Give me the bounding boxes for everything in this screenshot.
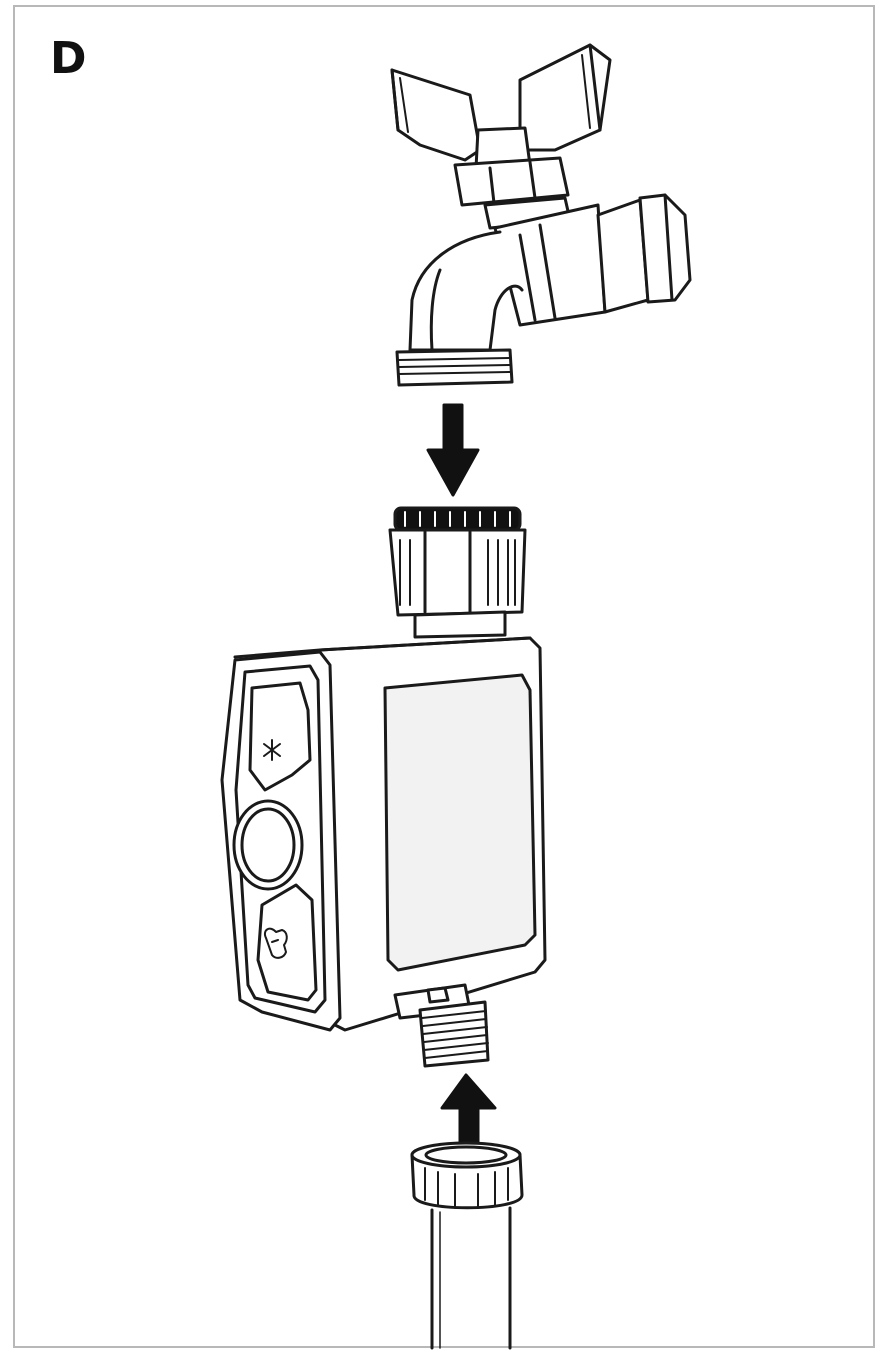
hand-icon [264, 927, 288, 959]
asterisk-icon [263, 739, 281, 761]
inlet-coupling [388, 506, 527, 639]
up-arrow-icon [440, 1073, 497, 1150]
down-arrow-icon [426, 403, 480, 497]
water-timer-icon [220, 636, 547, 1068]
hose-icon [410, 1141, 524, 1350]
step-label: D [50, 33, 87, 84]
tap-icon [390, 43, 692, 387]
